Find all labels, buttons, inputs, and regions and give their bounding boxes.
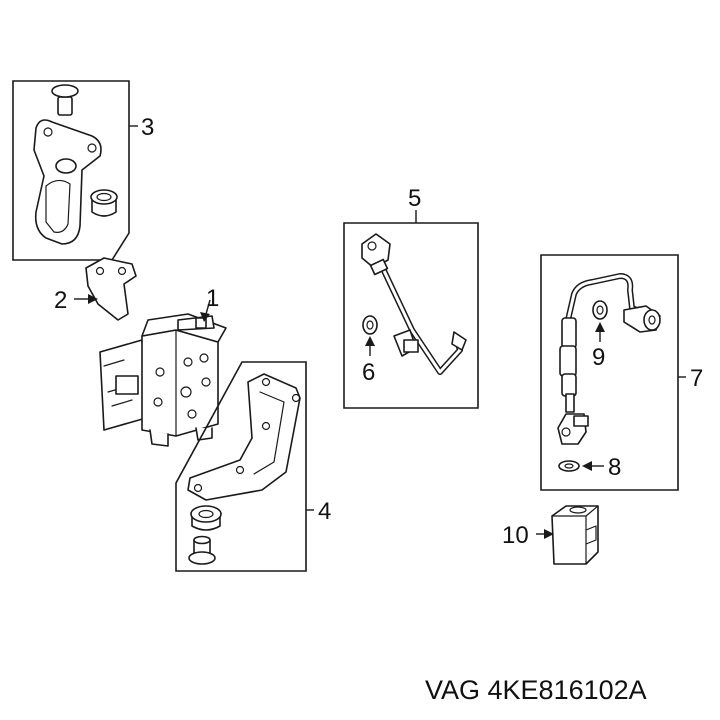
group-4-frame [175,361,307,572]
group-7-brake-hose: 7 9 [540,254,703,491]
group-3-bracket [33,119,102,245]
group-7-bottom-fitting [557,413,589,445]
group-7-frame [540,254,679,491]
callout-6: 6 [362,359,375,386]
callout-2: 2 [54,287,67,314]
group-7-top-fitting [623,305,661,333]
group-7-flex-hose [559,317,577,413]
group-3-frame [12,80,130,261]
callout-4: 4 [318,498,331,525]
part-6-washer [362,315,378,335]
group-5-lower-fitting [393,329,467,357]
callout-5: 5 [408,185,421,212]
group-4-spacer [188,535,216,565]
part-1-abs-unit: 1 [99,285,227,447]
group-4-bushing [190,505,222,531]
group-4-mounting-plate [187,373,301,501]
part-9-washer [592,300,608,320]
group-5-frame [343,222,479,409]
group-5-brake-line: 5 6 [343,185,479,409]
group-5-upper-fitting [361,233,391,276]
part-2-small-bracket: 2 [54,257,137,321]
callout-9: 9 [592,344,605,371]
callout-8: 8 [608,454,621,481]
part-10-bracket-block: 10 [502,505,599,565]
group-3-bushing [90,189,118,217]
callout-7: 7 [690,365,703,392]
leader-1 [205,299,211,315]
group-4-mount-assembly: 4 [175,361,331,572]
part-number-label: VAG 4KE816102A [425,675,647,705]
callout-10: 10 [502,522,529,549]
group-3-bracket-assembly: 3 [12,80,154,261]
callout-3: 3 [141,114,154,141]
part-8-washer [558,460,580,472]
callout-1: 1 [206,285,219,312]
group-3-bolt [51,84,79,116]
